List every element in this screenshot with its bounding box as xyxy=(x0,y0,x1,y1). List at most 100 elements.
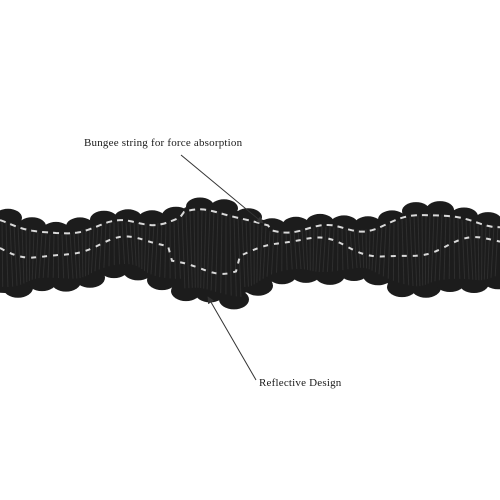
fabric-ridge xyxy=(262,226,267,279)
leader-line-top xyxy=(180,154,264,224)
fabric-ridge xyxy=(417,214,421,287)
ruffle-bottom xyxy=(171,281,201,302)
fabric-ridge xyxy=(490,225,495,278)
ruffle-bottom xyxy=(27,271,57,292)
reflective-stitch-lower xyxy=(0,235,500,275)
ruffle-bottom xyxy=(195,282,225,303)
fabric-ridge xyxy=(241,218,246,288)
fabric-ridge xyxy=(382,225,387,277)
fabric-ridge xyxy=(144,223,147,271)
fabric-ridge xyxy=(397,221,400,283)
fabric-ridge xyxy=(392,222,395,281)
ruffle-top xyxy=(306,213,334,232)
reflective-stitch-upper xyxy=(0,208,500,235)
fabric-ridge xyxy=(434,213,439,282)
fabric-ridge xyxy=(193,211,196,288)
fabric-ridge xyxy=(220,211,223,294)
callout-label-reflective: Reflective Design xyxy=(259,377,342,389)
leader-line-bottom xyxy=(207,296,257,381)
ruffle-bottom xyxy=(99,258,129,279)
fabric-ridge xyxy=(409,216,414,287)
fabric-ridge xyxy=(177,219,181,279)
fabric-ridge xyxy=(305,228,309,270)
fabric-ridge xyxy=(103,223,107,268)
fabric-ridge xyxy=(98,224,103,270)
ruffle-top xyxy=(114,209,142,228)
fabric-ridge xyxy=(289,230,293,270)
fabric-ridge xyxy=(285,231,288,271)
fabric-ridge xyxy=(405,218,410,286)
fabric-ridge xyxy=(312,227,315,272)
fabric-ridge xyxy=(486,225,491,279)
fabric-ridge xyxy=(200,210,203,289)
fabric-ridge xyxy=(90,226,95,274)
fabric-ridge xyxy=(31,230,35,280)
fabric-ridge xyxy=(237,217,242,297)
fabric-ridge xyxy=(371,228,375,271)
reflective-stitching xyxy=(0,208,500,275)
fabric-ridge xyxy=(477,223,480,281)
fabric-ridge xyxy=(28,229,31,281)
fabric-ridge xyxy=(378,226,383,275)
fabric-ridge xyxy=(181,214,186,289)
fabric-ridge xyxy=(87,227,91,275)
fabric-ridge xyxy=(465,220,470,280)
fabric-ridge xyxy=(94,224,99,272)
fabric-ridge xyxy=(271,231,275,275)
ruffle-top xyxy=(186,197,214,216)
ruffle-top xyxy=(42,221,70,240)
fabric-ridge xyxy=(461,219,466,280)
fabric-ridge xyxy=(147,223,151,273)
ruffle-bottom xyxy=(435,272,465,292)
fabric-ridge xyxy=(353,229,358,269)
fabric-ridge xyxy=(121,222,125,265)
fabric-ridge xyxy=(154,222,159,276)
fabric-ridge xyxy=(249,221,252,286)
fabric-ridge xyxy=(473,223,477,281)
callout-label-bungee: Bungee string for force absorption xyxy=(84,137,243,149)
fabric-ridge xyxy=(483,224,487,280)
fabric-ridge xyxy=(164,221,167,278)
ruffle-top xyxy=(162,206,190,225)
fabric-ridge xyxy=(424,213,427,285)
fabric-ridge xyxy=(427,213,431,284)
fabric-ridge xyxy=(421,213,424,286)
ruffle-top xyxy=(210,199,238,218)
fabric-ridge xyxy=(315,226,319,272)
fabric-ridge xyxy=(117,222,121,265)
fabric-ridge xyxy=(401,219,405,285)
ruffle-bottom xyxy=(219,289,249,310)
fabric-ridge xyxy=(413,215,418,287)
fabric-ridge xyxy=(341,228,344,271)
fabric-ridge xyxy=(189,212,193,288)
fabric-ridge xyxy=(326,227,331,272)
fabric-ridge xyxy=(494,225,499,277)
ruffle-top xyxy=(90,210,118,229)
fabric-ridge xyxy=(150,223,155,275)
fabric-ridge xyxy=(365,229,367,269)
fabric-ridge xyxy=(69,233,74,279)
fabric-ridge xyxy=(318,226,323,273)
fabric-ridge xyxy=(229,214,232,296)
ruffle-top xyxy=(258,218,286,237)
fabric-ridge xyxy=(17,225,22,285)
ruffle-bottom xyxy=(363,265,393,286)
fabric-ridge xyxy=(357,229,362,268)
fabric-ridge xyxy=(77,230,81,279)
fabric-ridge xyxy=(21,226,25,284)
fabric-ridge xyxy=(13,223,18,286)
fabric-ridge xyxy=(430,213,435,283)
fabric-ridge xyxy=(469,222,474,280)
ruffle-bottom xyxy=(147,270,177,291)
fabric-ridge xyxy=(331,227,335,272)
ruffle-bottom xyxy=(387,277,417,298)
fabric-ridge xyxy=(129,222,134,265)
fabric-ridge xyxy=(125,222,130,265)
fabric-ridge xyxy=(203,210,207,289)
ruffle-top xyxy=(138,210,166,229)
fabric-ridge xyxy=(25,228,28,283)
fabric-ridge xyxy=(173,220,176,279)
fabric-ridge xyxy=(5,221,9,288)
ruffle-bottom xyxy=(267,264,297,285)
